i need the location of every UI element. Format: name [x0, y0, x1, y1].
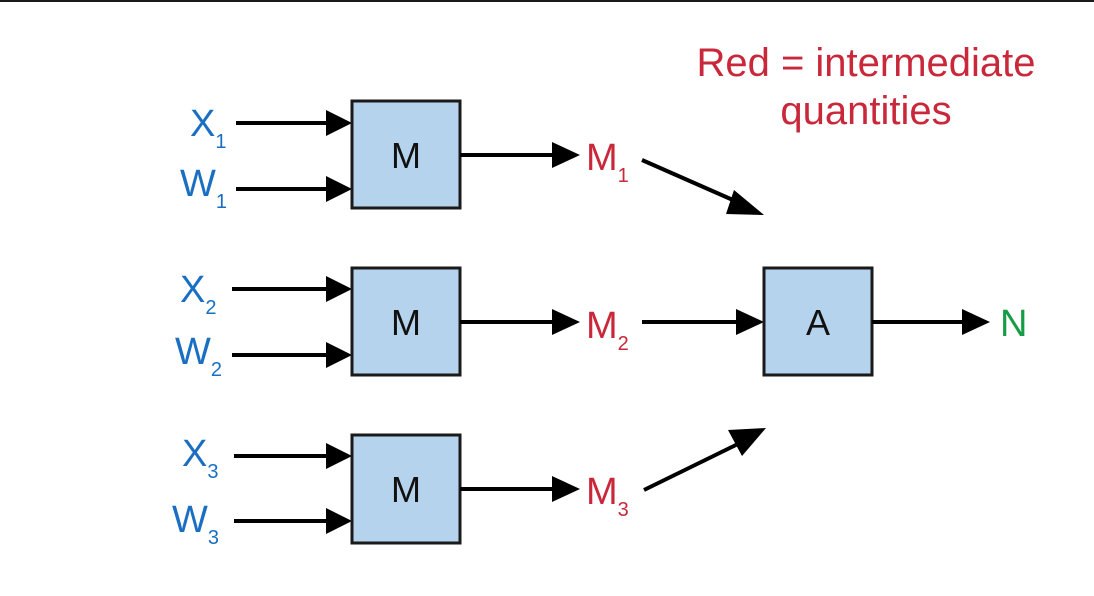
row-1: X1 W1 M M1 — [180, 99, 764, 215]
output-n-label: N — [1000, 303, 1027, 345]
add-box — [762, 266, 874, 377]
arrowhead — [326, 110, 352, 136]
arrowhead — [552, 476, 580, 502]
multiply-box-1 — [350, 99, 462, 210]
legend-note-line1: Red = intermediate — [696, 41, 1035, 85]
arrowhead — [726, 190, 764, 215]
arrow-m1-to-aggregator — [641, 158, 743, 206]
arrowhead — [326, 508, 352, 534]
input-x3-label: X3 — [182, 433, 218, 483]
row-3: X3 W3 M M3 — [172, 428, 766, 549]
arrowhead — [728, 428, 766, 456]
arrowhead — [962, 309, 990, 335]
input-w2-label: W2 — [175, 331, 222, 381]
top-border-line — [0, 0, 1094, 2]
arrow-m3-to-aggregator — [643, 440, 743, 492]
arrowhead — [552, 309, 580, 335]
input-x2-label: X2 — [180, 269, 216, 319]
arrowhead — [326, 342, 352, 368]
add-box-label: A — [806, 302, 830, 343]
arrowhead — [326, 276, 352, 302]
legend-note-line2: quantities — [780, 89, 951, 133]
intermediate-m2-label: M2 — [586, 305, 629, 355]
arrowhead — [736, 309, 764, 335]
multiply-box-1-label: M — [391, 135, 421, 176]
arrowhead — [326, 176, 352, 202]
aggregator: A N — [762, 266, 1027, 377]
multiply-box-3-label: M — [391, 469, 421, 510]
input-x1-label: X1 — [190, 103, 226, 153]
arrowhead — [326, 443, 352, 469]
input-w1-label: W1 — [180, 163, 227, 213]
arrowhead — [552, 142, 580, 168]
multiply-box-2-label: M — [391, 302, 421, 343]
multiply-box-2 — [350, 266, 462, 377]
input-w3-label: W3 — [172, 499, 219, 549]
intermediate-m3-label: M3 — [586, 471, 629, 521]
row-2: X2 W2 M M2 — [175, 266, 764, 381]
intermediate-m1-label: M1 — [586, 137, 629, 187]
